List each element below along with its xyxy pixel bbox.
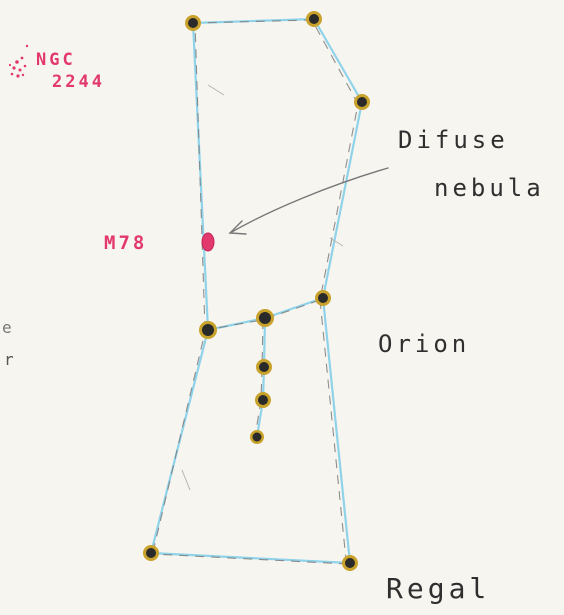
cluster-dot	[22, 74, 24, 76]
star	[255, 392, 271, 408]
star	[250, 430, 264, 444]
m78-label: M78	[104, 232, 147, 254]
cluster-dot	[24, 65, 27, 68]
cluster-dot	[11, 73, 14, 76]
pencil-outline	[195, 20, 358, 330]
stars	[143, 11, 370, 571]
diffuse-label-line2: nebula	[434, 174, 545, 202]
cluster-dot	[19, 69, 22, 72]
cluster-dot	[9, 64, 11, 66]
star	[315, 290, 331, 306]
cluster-dot	[15, 60, 19, 64]
cluster-dot	[26, 45, 28, 47]
stray-mark	[208, 85, 224, 95]
right-side-line	[323, 298, 350, 563]
cluster-dot	[21, 57, 24, 60]
star	[199, 321, 217, 339]
nebula-arrow	[230, 168, 388, 234]
edge-fragment-2: r	[4, 350, 18, 369]
star	[256, 309, 274, 327]
stray-mark	[330, 238, 343, 246]
m78-nebula	[202, 233, 214, 251]
pencil-right-side	[320, 300, 346, 560]
star	[143, 545, 159, 561]
arrow-shaft	[230, 168, 388, 233]
pencil-left-side	[153, 332, 205, 552]
diffuse-label-line1: Difuse	[398, 126, 509, 154]
ngc-label-line1: NGC	[36, 50, 76, 70]
cluster-dot	[16, 74, 19, 77]
ngc-label-line2: 2244	[52, 72, 105, 92]
cluster-dot	[12, 66, 15, 69]
star	[354, 94, 370, 110]
regal-label: Regal	[386, 572, 490, 605]
ngc-2244-cluster	[9, 45, 28, 78]
orion-label: Orion	[378, 330, 470, 358]
star	[342, 555, 358, 571]
stray-mark	[182, 470, 190, 490]
constellation-lines	[151, 19, 362, 563]
star	[185, 15, 201, 31]
edge-fragment-1: e	[2, 318, 16, 337]
bottom-line	[151, 553, 350, 563]
star	[306, 11, 322, 27]
star	[256, 359, 272, 375]
upper-outline-line	[193, 19, 362, 330]
